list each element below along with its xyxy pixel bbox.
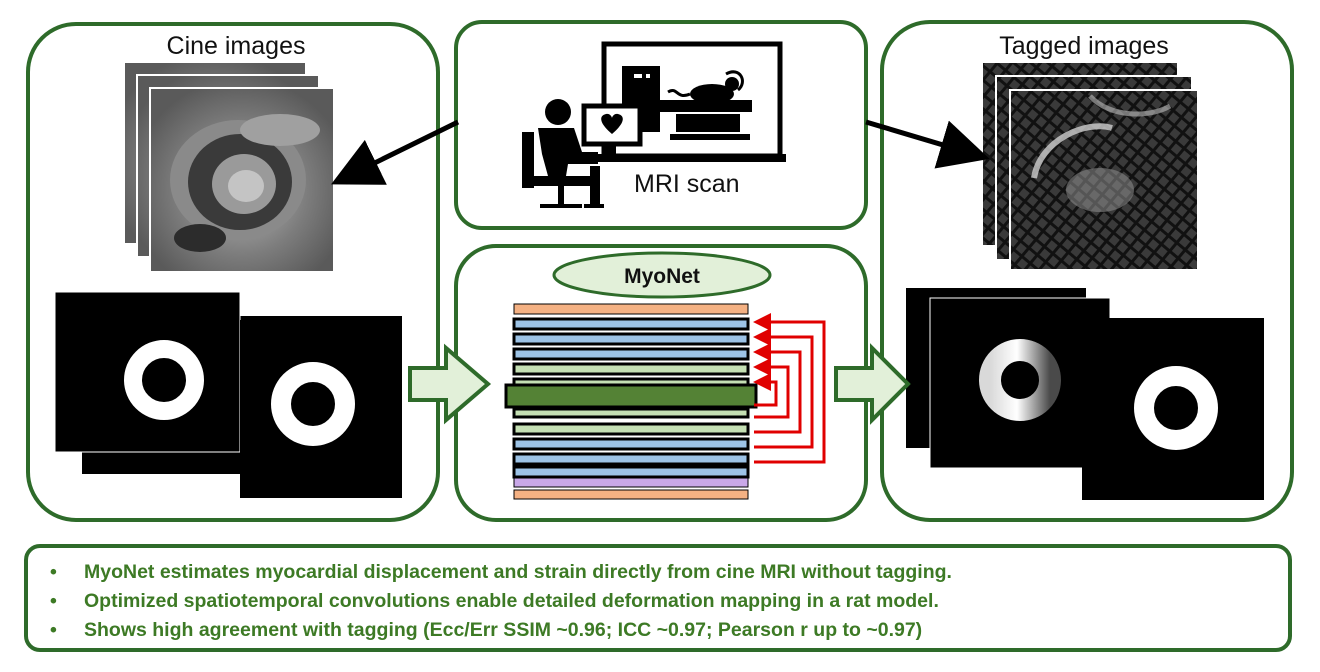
summary-box: • MyoNet estimates myocardial displacemen…: [24, 544, 1292, 652]
summary-bullet-text: Shows high agreement with tagging (Ecc/E…: [84, 619, 923, 641]
cine-image-front: [149, 87, 335, 273]
summary-bullet: • Shows high agreement with tagging (Ecc/…: [50, 616, 1288, 645]
myonet-label: MyoNet: [624, 265, 700, 288]
block-arrow-myonet-to-tagged: [834, 343, 911, 425]
tagged-mask-ring: [1134, 366, 1218, 450]
cine-panel-title: Cine images: [167, 32, 306, 60]
strain-ring: [979, 339, 1061, 421]
network-layer-stack: [504, 303, 758, 500]
tagged-image-front: [1009, 89, 1199, 271]
cine-image-stack: [123, 61, 335, 273]
layer: [513, 303, 749, 315]
bottleneck-layer: [504, 383, 758, 409]
myonet-label-badge: [552, 251, 772, 299]
cine-mask-ring-front: [271, 362, 355, 446]
layer: [512, 347, 750, 361]
tagged-panel-title: Tagged images: [999, 32, 1169, 60]
person-at-computer-icon: [522, 41, 786, 208]
tagged-image-stack: [981, 61, 1199, 271]
layer: [512, 407, 750, 419]
layer: [512, 317, 750, 331]
summary-bullet: • MyoNet estimates myocardial displacemen…: [50, 558, 1288, 587]
layer: [513, 477, 749, 488]
summary-list: • MyoNet estimates myocardial displacemen…: [50, 558, 1288, 645]
arrow-to-cine: [331, 119, 460, 185]
layer: [512, 332, 750, 346]
summary-bullet-text: MyoNet estimates myocardial displacement…: [84, 561, 952, 583]
block-arrow-cine-to-myonet: [408, 343, 492, 425]
bullet-marker: •: [50, 561, 57, 583]
bullet-marker: •: [50, 619, 57, 641]
summary-bullet: • Optimized spatiotemporal convolutions e…: [50, 587, 1288, 616]
summary-bullet-text: Optimized spatiotemporal convolutions en…: [84, 590, 939, 612]
skip-connections: [753, 313, 826, 464]
bullet-marker: •: [50, 590, 57, 612]
cine-mask-ring-back: [124, 340, 204, 420]
tagged-mask-stack: [906, 288, 1264, 500]
layer: [512, 362, 750, 376]
layer: [512, 452, 750, 466]
cine-mask-stack: [54, 291, 402, 498]
layer: [513, 489, 749, 500]
layer: [512, 422, 750, 436]
mri-scan-label: MRI scan: [634, 170, 740, 198]
heart-icon: [601, 113, 623, 134]
layer: [512, 465, 750, 479]
layer: [512, 437, 750, 451]
arrow-to-tagged: [865, 119, 990, 169]
rat-icon: [667, 70, 744, 104]
